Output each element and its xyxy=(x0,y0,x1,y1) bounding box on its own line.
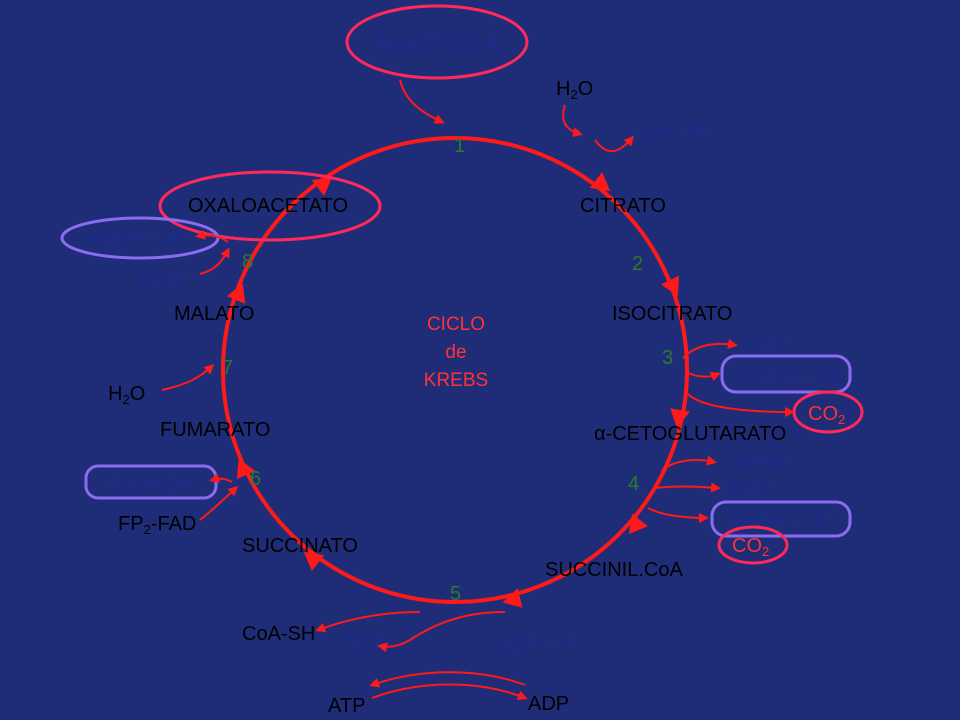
fumarato-label: FUMARATO xyxy=(160,419,270,441)
adp-label: ADP xyxy=(528,693,569,715)
succinil-coa-label: SUCCINIL.CoA xyxy=(545,559,683,581)
nadh-step4-arrow xyxy=(647,507,709,523)
isocitrato-label: ISOCITRATO xyxy=(612,303,732,325)
fad-label: FP2-FAD xyxy=(118,513,196,537)
coash-step1: CoA-SH xyxy=(640,121,713,143)
step-number-4: 4 xyxy=(628,473,639,495)
nadh-step8-highlight xyxy=(60,216,220,260)
center-line-3: KREBS xyxy=(424,370,488,391)
fadh2-arrow xyxy=(209,473,233,483)
step-number-3: 3 xyxy=(662,347,673,369)
nad-step4: NAD+ xyxy=(726,474,775,499)
intermediates: OXALOACETATO CITRATO ISOCITRATO α-CETOGL… xyxy=(160,195,786,581)
acetil-entry-arrow xyxy=(399,79,445,124)
gdp-to-gtp-curve xyxy=(409,611,506,641)
nadh-step3-arrow xyxy=(685,371,721,382)
nadh-step8: NADH + H+ xyxy=(86,226,187,251)
step-number-6: 6 xyxy=(250,468,261,490)
h2o-step1: H2O xyxy=(556,78,593,102)
atp-to-adp-arrow xyxy=(371,683,528,701)
arrowhead-7 xyxy=(236,458,256,480)
arrowhead-8 xyxy=(226,283,246,304)
adp-to-atp-arrow xyxy=(369,671,526,688)
co2-step4-highlight xyxy=(717,525,789,565)
acetil-coa-label: Acetil-CoA xyxy=(373,28,501,58)
cycle-ring xyxy=(221,136,689,604)
nadh-step8-arrow xyxy=(195,229,229,243)
coash-step4: CoA-SH xyxy=(722,451,795,473)
arrowhead-2 xyxy=(661,275,679,297)
co2-step4: CO2 xyxy=(732,535,769,559)
nadh-step3-highlight xyxy=(720,354,852,394)
h2o-step7: H2O xyxy=(108,383,145,407)
cycle-direction-arrows xyxy=(226,172,690,608)
citrato-label: CITRATO xyxy=(580,195,666,217)
step-number-1: 1 xyxy=(454,135,465,157)
nad-step3-arrow xyxy=(682,339,738,359)
cetoglutarato-label: α-CETOGLUTARATO xyxy=(594,423,786,445)
nad-step8: NAD+ xyxy=(138,268,187,293)
fadh2-label: FP2-FADH2 xyxy=(100,473,200,497)
nad-step8-arrow xyxy=(199,247,230,275)
malato-label: MALATO xyxy=(174,303,254,325)
step-number-7: 7 xyxy=(222,357,233,379)
coash-step1-arrow xyxy=(594,135,634,152)
atp-label: ATP xyxy=(328,695,365,717)
h2o-step7-arrow xyxy=(161,363,215,391)
step-number-8: 8 xyxy=(242,251,253,273)
gtp-label: GTP xyxy=(346,633,387,655)
arrowhead-6 xyxy=(303,551,325,571)
fad-arrow xyxy=(199,485,239,521)
arrowhead-1 xyxy=(589,172,611,192)
center-line-2: de xyxy=(445,342,466,363)
arrowhead-3 xyxy=(670,408,690,428)
co2-step3-arrow xyxy=(685,391,795,417)
succinato-label: SUCCINATO xyxy=(242,535,358,557)
oxaloacetato-label: OXALOACETATO xyxy=(188,195,348,217)
step-number-2: 2 xyxy=(632,253,643,275)
nadh-step3: NADH + H+ xyxy=(742,364,843,389)
arrowhead-4 xyxy=(628,513,648,535)
coash-step4-arrow xyxy=(661,455,717,471)
step-numbers: 1 2 3 4 5 6 7 8 xyxy=(222,135,673,605)
acetil-coa-highlight xyxy=(345,4,529,80)
coash-step5: CoA-SH xyxy=(242,623,315,645)
nad-step4-arrow xyxy=(654,482,721,493)
arrowhead-5 xyxy=(502,588,523,608)
step-number-5: 5 xyxy=(450,583,461,605)
nadh-step4: NADH + H+ xyxy=(728,508,829,533)
gdp-pi-label: GDP + Pi xyxy=(498,633,582,655)
center-line-1: CICLO xyxy=(427,314,485,335)
nad-step3: NAD+ xyxy=(742,332,791,357)
center-label: CICLO de KREBS xyxy=(424,314,488,391)
co2-step3: CO2 xyxy=(808,403,845,427)
coash-step5-arrow xyxy=(315,611,421,633)
arrowhead-9 xyxy=(311,176,333,196)
oxaloacetato-highlight xyxy=(158,170,382,242)
h2o-step1-arrow xyxy=(562,104,583,138)
gtp-arrow xyxy=(377,639,411,653)
